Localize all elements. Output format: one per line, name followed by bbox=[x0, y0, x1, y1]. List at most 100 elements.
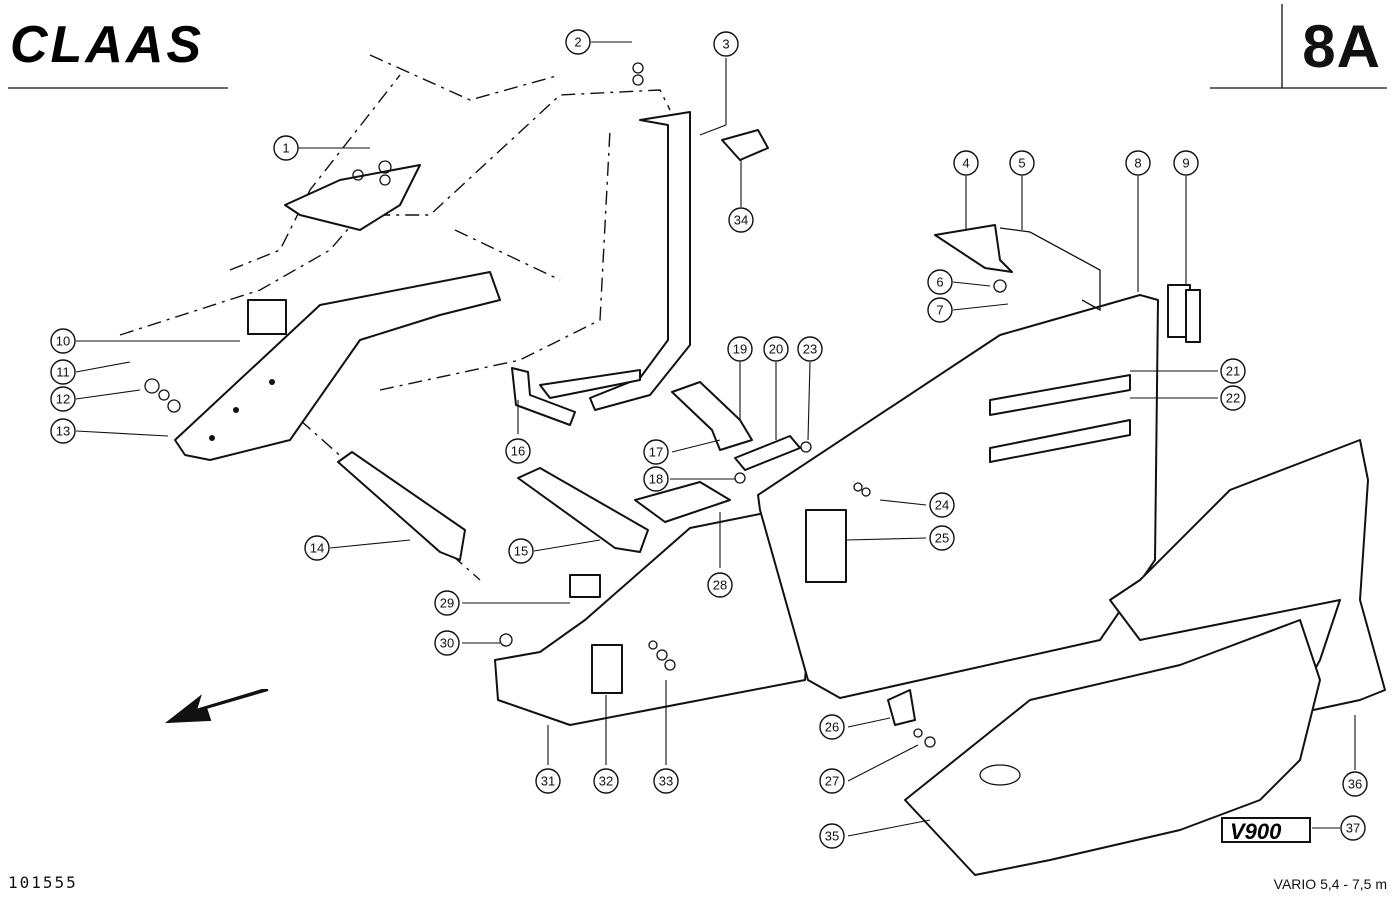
fasteners bbox=[144, 62, 1007, 748]
callout-number: 16 bbox=[511, 444, 525, 459]
callout-23: 23 bbox=[797, 336, 823, 362]
rod-5 bbox=[999, 227, 1101, 312]
reference-number: 101555 bbox=[8, 873, 78, 892]
callout-36: 36 bbox=[1342, 771, 1368, 797]
callout-32: 32 bbox=[593, 768, 619, 794]
callout-25: 25 bbox=[929, 525, 955, 551]
callout-number: 7 bbox=[936, 303, 943, 318]
callout-16: 16 bbox=[505, 438, 531, 464]
callout-number: 2 bbox=[574, 35, 581, 50]
hinge-20 bbox=[734, 435, 801, 471]
profile-rail-15 bbox=[517, 467, 649, 553]
callout-number: 8 bbox=[1134, 156, 1141, 171]
callout-number: 14 bbox=[310, 541, 324, 556]
callout-15: 15 bbox=[508, 538, 534, 564]
callout-33: 33 bbox=[653, 768, 679, 794]
callout-29: 29 bbox=[434, 590, 460, 616]
u-upright-bracket bbox=[539, 111, 691, 411]
mount-plate-17 bbox=[671, 381, 753, 451]
callout-26: 26 bbox=[819, 714, 845, 740]
callout-18: 18 bbox=[643, 466, 669, 492]
callout-number: 33 bbox=[659, 774, 673, 789]
callout-19: 19 bbox=[727, 336, 753, 362]
main-hinged-cover bbox=[757, 294, 1159, 699]
top-mount-plate bbox=[284, 164, 421, 231]
brand-logo: CLAAS bbox=[8, 16, 234, 74]
long-side-panel bbox=[494, 511, 811, 726]
angle-bracket-16 bbox=[511, 367, 576, 426]
callout-number: 11 bbox=[56, 365, 70, 380]
bracket-4 bbox=[934, 224, 1013, 273]
callout-number: 30 bbox=[440, 636, 454, 651]
callout-4: 4 bbox=[953, 150, 979, 176]
callout-14: 14 bbox=[304, 535, 330, 561]
callout-number: 12 bbox=[56, 392, 70, 407]
callout-34: 34 bbox=[728, 207, 754, 233]
model-label: VARIO 5,4 - 7,5 m bbox=[1273, 876, 1387, 892]
callout-number: 3 bbox=[722, 37, 729, 52]
callout-21: 21 bbox=[1220, 358, 1246, 384]
sheet-id: 8A bbox=[1302, 13, 1381, 80]
callout-number: 28 bbox=[713, 578, 727, 593]
callout-1: 1 bbox=[273, 135, 299, 161]
callout-number: 1 bbox=[282, 141, 289, 156]
front-frame-bracket bbox=[174, 271, 501, 461]
divider-hood-35 bbox=[904, 619, 1321, 876]
callout-number: 34 bbox=[734, 213, 748, 228]
model-badge: V900 bbox=[1221, 817, 1311, 844]
plate-28 bbox=[634, 481, 731, 523]
callout-number: 19 bbox=[733, 342, 747, 357]
callout-5: 5 bbox=[1009, 150, 1035, 176]
callout-number: 29 bbox=[440, 596, 454, 611]
callout-number: 13 bbox=[56, 424, 70, 439]
callout-7: 7 bbox=[927, 297, 953, 323]
callout-number: 36 bbox=[1348, 777, 1362, 792]
leader-lines bbox=[75, 41, 1356, 837]
callout-number: 9 bbox=[1182, 156, 1189, 171]
callout-number: 37 bbox=[1346, 821, 1360, 836]
callout-number: 24 bbox=[935, 498, 949, 513]
callout-10: 10 bbox=[50, 328, 76, 354]
hinge-9 bbox=[1167, 284, 1201, 343]
callout-37: 37 bbox=[1340, 815, 1366, 841]
model-badge-text: V900 bbox=[1230, 819, 1282, 844]
callout-number: 10 bbox=[56, 334, 70, 349]
profile-rail-14 bbox=[337, 451, 466, 561]
callout-22: 22 bbox=[1220, 385, 1246, 411]
callout-28: 28 bbox=[707, 572, 733, 598]
callout-number: 20 bbox=[769, 342, 783, 357]
small-angle-bracket bbox=[721, 129, 769, 161]
callout-number: 23 bbox=[803, 342, 817, 357]
callout-2: 2 bbox=[565, 29, 591, 55]
callout-24: 24 bbox=[929, 492, 955, 518]
outer-shroud-36 bbox=[1109, 439, 1386, 716]
callout-30: 30 bbox=[434, 630, 460, 656]
callout-12: 12 bbox=[50, 386, 76, 412]
callout-6: 6 bbox=[927, 269, 953, 295]
callout-number: 32 bbox=[599, 774, 613, 789]
callout-35: 35 bbox=[819, 823, 845, 849]
callout-13: 13 bbox=[50, 418, 76, 444]
callout-number: 26 bbox=[825, 720, 839, 735]
callout-20: 20 bbox=[763, 336, 789, 362]
callout-number: 5 bbox=[1018, 156, 1025, 171]
callout-8: 8 bbox=[1125, 150, 1151, 176]
callout-number: 18 bbox=[649, 472, 663, 487]
callout-number: 22 bbox=[1226, 391, 1240, 406]
callout-number: 4 bbox=[962, 156, 969, 171]
callout-number: 15 bbox=[514, 544, 528, 559]
callout-3: 3 bbox=[713, 31, 739, 57]
callout-31: 31 bbox=[535, 768, 561, 794]
callout-number: 35 bbox=[825, 829, 839, 844]
callout-27: 27 bbox=[819, 768, 845, 794]
callout-number: 27 bbox=[825, 774, 839, 789]
callout-number: 25 bbox=[935, 531, 949, 546]
callout-number: 17 bbox=[649, 445, 663, 460]
brand-logo-text: CLAAS bbox=[10, 20, 204, 66]
callout-number: 31 bbox=[541, 774, 555, 789]
spacer-block-29 bbox=[569, 574, 601, 598]
direction-arrow-icon bbox=[164, 689, 269, 724]
bracket-26 bbox=[887, 689, 916, 726]
callout-9: 9 bbox=[1173, 150, 1199, 176]
